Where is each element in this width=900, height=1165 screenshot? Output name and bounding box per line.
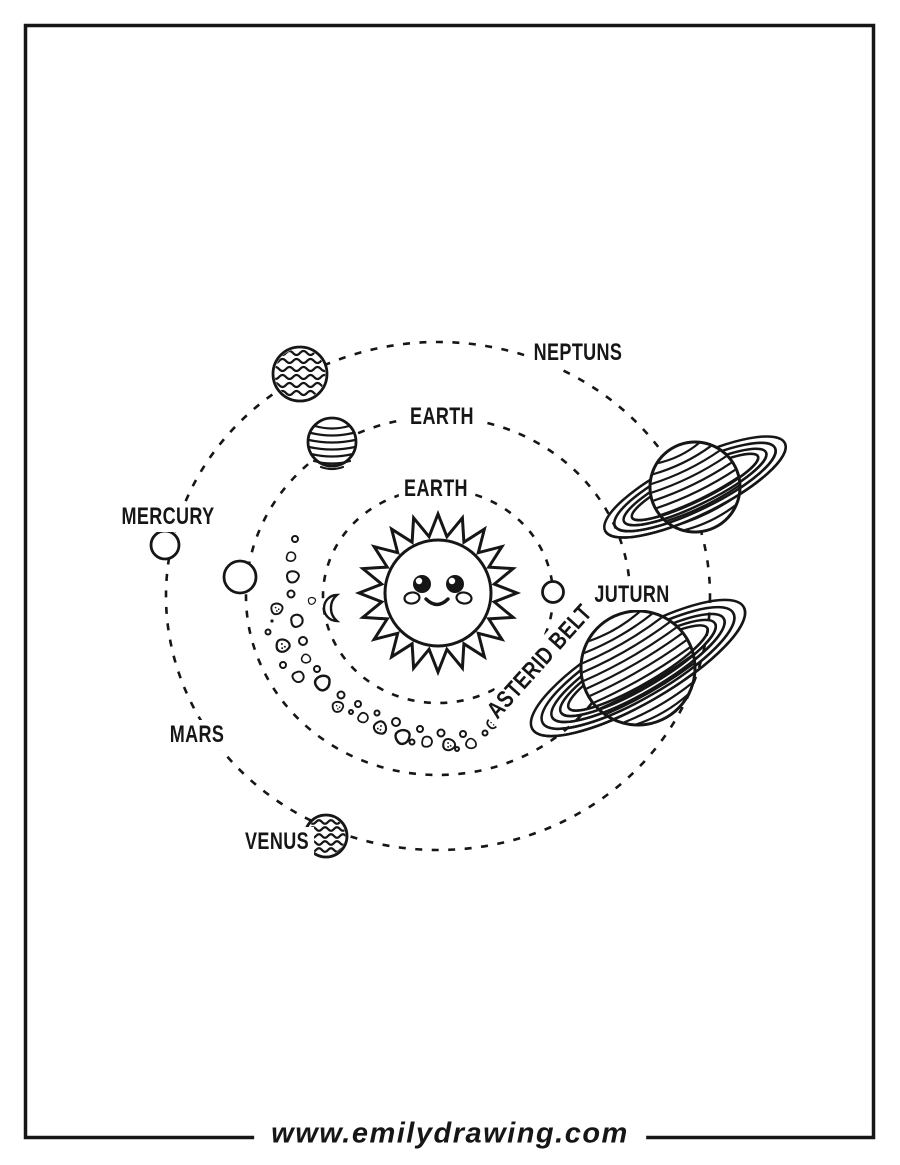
- sun-smile: [424, 597, 450, 607]
- label-jupiter-saturn: JUTURN: [589, 580, 675, 610]
- lined-planet-icon: [306, 416, 358, 471]
- asteroid-belt: [264, 535, 501, 752]
- orbit-outer: [164, 340, 712, 852]
- label-earth-inner: EARTH: [398, 474, 474, 504]
- label-mercury: MERCURY: [116, 502, 220, 532]
- label-neptune: NEPTUNS: [528, 338, 628, 368]
- sun-face-icon: [354, 509, 522, 677]
- sun-left-cheek: [403, 591, 421, 605]
- sun-right-cheek: [455, 591, 473, 605]
- label-venus: VENUS: [239, 827, 315, 857]
- mercury-planet-icon: [149, 529, 181, 561]
- ringed-planet-lower-icon: [529, 598, 747, 738]
- venus-planet-icon: [303, 813, 349, 859]
- sun-right-eye: [446, 575, 464, 593]
- sun-left-eye: [413, 575, 431, 593]
- inner-orbit-planet-icon: [541, 580, 565, 604]
- ringed-planet-upper-icon: [603, 435, 787, 539]
- sun-face: [383, 538, 493, 648]
- label-earth-outer: EARTH: [404, 402, 480, 432]
- moon-crescent-icon: [322, 593, 341, 623]
- website-footer: www.emilydrawing.com: [254, 1117, 646, 1151]
- label-mars: MARS: [164, 720, 230, 750]
- wavy-planet-icon: [271, 345, 329, 403]
- middle-orbit-planet-icon: [222, 559, 258, 595]
